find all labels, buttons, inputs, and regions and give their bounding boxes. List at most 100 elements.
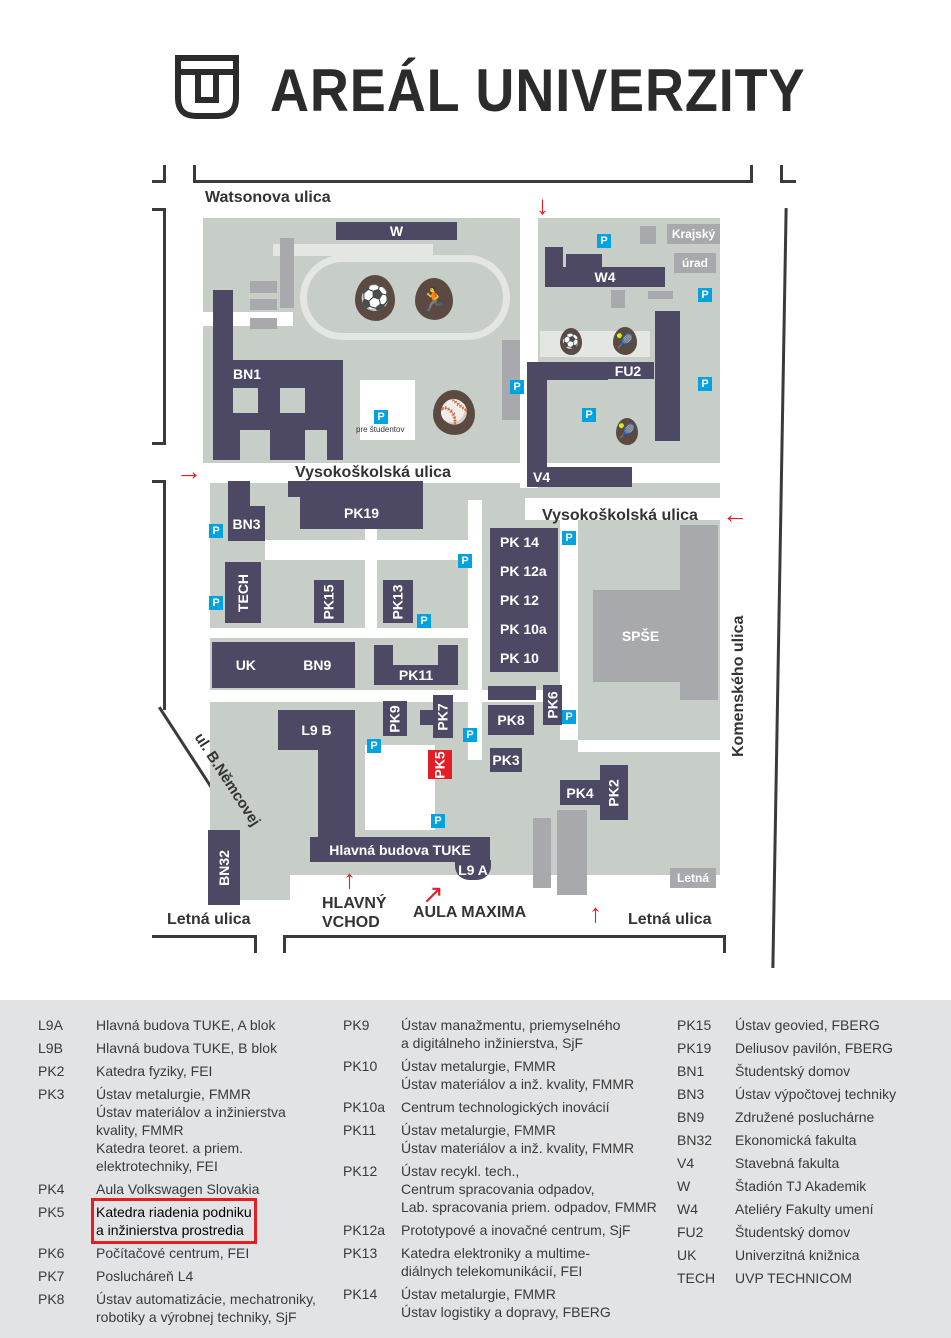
building-pk4[interactable]: PK4	[560, 780, 600, 805]
building-w[interactable]: W	[336, 222, 457, 240]
legend-description-line: Poslucháreň L4	[96, 1268, 194, 1284]
gray-structure	[280, 238, 294, 308]
building-pk7[interactable]: PK7	[433, 695, 453, 738]
legend-description: Ateliéry Fakulty umení	[735, 1200, 874, 1218]
building-bn32[interactable]: BN32	[208, 830, 240, 905]
courtyard	[240, 430, 270, 460]
building-v4[interactable]: V4	[527, 467, 632, 487]
legend-description-line: Študentský domov	[735, 1063, 851, 1079]
legend-code: PK7	[38, 1268, 65, 1284]
campus-map[interactable]: Krajský úrad SPŠE Letná W W4 BN1 V4 FU2 …	[0, 0, 951, 1000]
building-label: PK11	[398, 667, 434, 683]
legend-code: PK14	[343, 1286, 378, 1302]
building-fu2[interactable]: FU2	[602, 362, 654, 379]
legend-code: L9A	[38, 1017, 63, 1033]
legend-code: PK12	[343, 1163, 378, 1179]
legend-description-line: Štadión TJ Akademik	[735, 1178, 867, 1194]
building-pk13[interactable]: PK13	[383, 580, 413, 623]
building-label: PK4	[566, 784, 594, 801]
building-v4-left	[527, 362, 547, 487]
building-pk9[interactable]: PK9	[383, 701, 407, 736]
building-label: PK3	[492, 752, 520, 768]
fence	[780, 165, 796, 183]
legend-description: Prototypové a inovačné centrum, SjF	[401, 1221, 631, 1239]
building-v4-top	[527, 362, 608, 380]
legend-description-line: Aula Volkswagen Slovakia	[96, 1181, 260, 1197]
parking-icon: P	[209, 524, 223, 538]
legend-description: Počítačové centrum, FEI	[96, 1244, 249, 1262]
parking-students-label: pre študentov	[356, 425, 405, 434]
building-tech[interactable]: TECH	[225, 562, 261, 623]
building-pk15[interactable]: PK15	[314, 580, 344, 623]
fence	[152, 935, 257, 953]
legend-description: Združené posluchárne	[735, 1108, 874, 1126]
courtyard	[233, 388, 258, 413]
page-title: AREÁL UNIVERZITY	[270, 57, 806, 124]
building-pk6[interactable]: PK6	[543, 685, 562, 725]
legend-code: PK9	[343, 1017, 370, 1033]
legend-description: Ústav výpočtovej techniky	[735, 1085, 896, 1103]
building-label: L9 B	[301, 722, 332, 738]
legend-description-line: Ústav metalurgie, FMMR	[401, 1286, 556, 1302]
fence	[152, 480, 166, 710]
legend-description-line: Počítačové centrum, FEI	[96, 1245, 250, 1261]
baseball-icon: ⚾	[433, 390, 475, 435]
road	[365, 500, 377, 630]
spse-label: SPŠE	[621, 628, 660, 644]
entrance-arrow-up-icon: ↑	[343, 864, 356, 894]
courtyard	[280, 388, 305, 413]
legend-description-line: Hlavná budova TUKE, A blok	[96, 1017, 276, 1033]
legend-description: Aula Volkswagen Slovakia	[96, 1180, 259, 1198]
building-pk-block[interactable]: PK 14 PK 12a PK 12 PK 10a PK 10	[490, 528, 558, 672]
legend-description: Ústav geovied, FBERG	[735, 1016, 880, 1034]
legend-description-line: Deliusov pavilón, FBERG	[735, 1040, 893, 1056]
gray-structure	[250, 281, 277, 293]
street-komenskeho: Komenského ulica	[730, 615, 747, 757]
building-w4[interactable]: W4	[545, 267, 665, 287]
building-bn3[interactable]: BN3	[228, 506, 265, 541]
parking-icon: P	[458, 554, 472, 568]
building-pk7-wing	[420, 710, 434, 725]
building-label-pk12: PK 12	[500, 591, 539, 608]
building-l9b[interactable]: L9 B	[278, 710, 355, 750]
building-fu2-wing	[655, 311, 680, 441]
building-pk5[interactable]: PK5	[428, 750, 452, 779]
krajsky-urad: Krajský	[667, 224, 720, 244]
aula-maxima-label: AULA MAXIMA	[413, 904, 527, 921]
building-w4-wing	[545, 247, 563, 269]
building-label: Hlavná budova TUKE	[329, 841, 471, 858]
legend-description-line: Centrum spracovania odpadov,	[401, 1181, 595, 1197]
building-pk2[interactable]: PK2	[600, 765, 628, 820]
building-hlavna-budova[interactable]: Hlavná budova TUKE	[310, 837, 490, 862]
road	[365, 745, 435, 830]
building-label: PK5	[432, 750, 449, 779]
legend-description-line: a inžinierstva prostredia	[96, 1222, 244, 1238]
building-label-pk12a: PK 12a	[500, 563, 547, 580]
building-pk8[interactable]: PK8	[488, 705, 534, 735]
building-l9a[interactable]: L9 A	[455, 860, 491, 880]
courtyard	[393, 643, 438, 665]
football-icon: ⚽	[355, 275, 395, 321]
stadium-straight	[273, 244, 433, 256]
building-pk19[interactable]: PK19	[300, 497, 423, 529]
legend-code: L9B	[38, 1040, 63, 1056]
gray-structure	[250, 318, 277, 329]
parking-icon: P	[582, 408, 596, 422]
legend-description-line: diálnych telekomunikácií, FEI	[401, 1263, 583, 1279]
legend-description-line: elektrotechniky, FEI	[96, 1158, 218, 1174]
building-pk19-top	[288, 481, 423, 497]
building-pk3[interactable]: PK3	[490, 748, 522, 772]
building-l9b-wing	[318, 748, 355, 840]
